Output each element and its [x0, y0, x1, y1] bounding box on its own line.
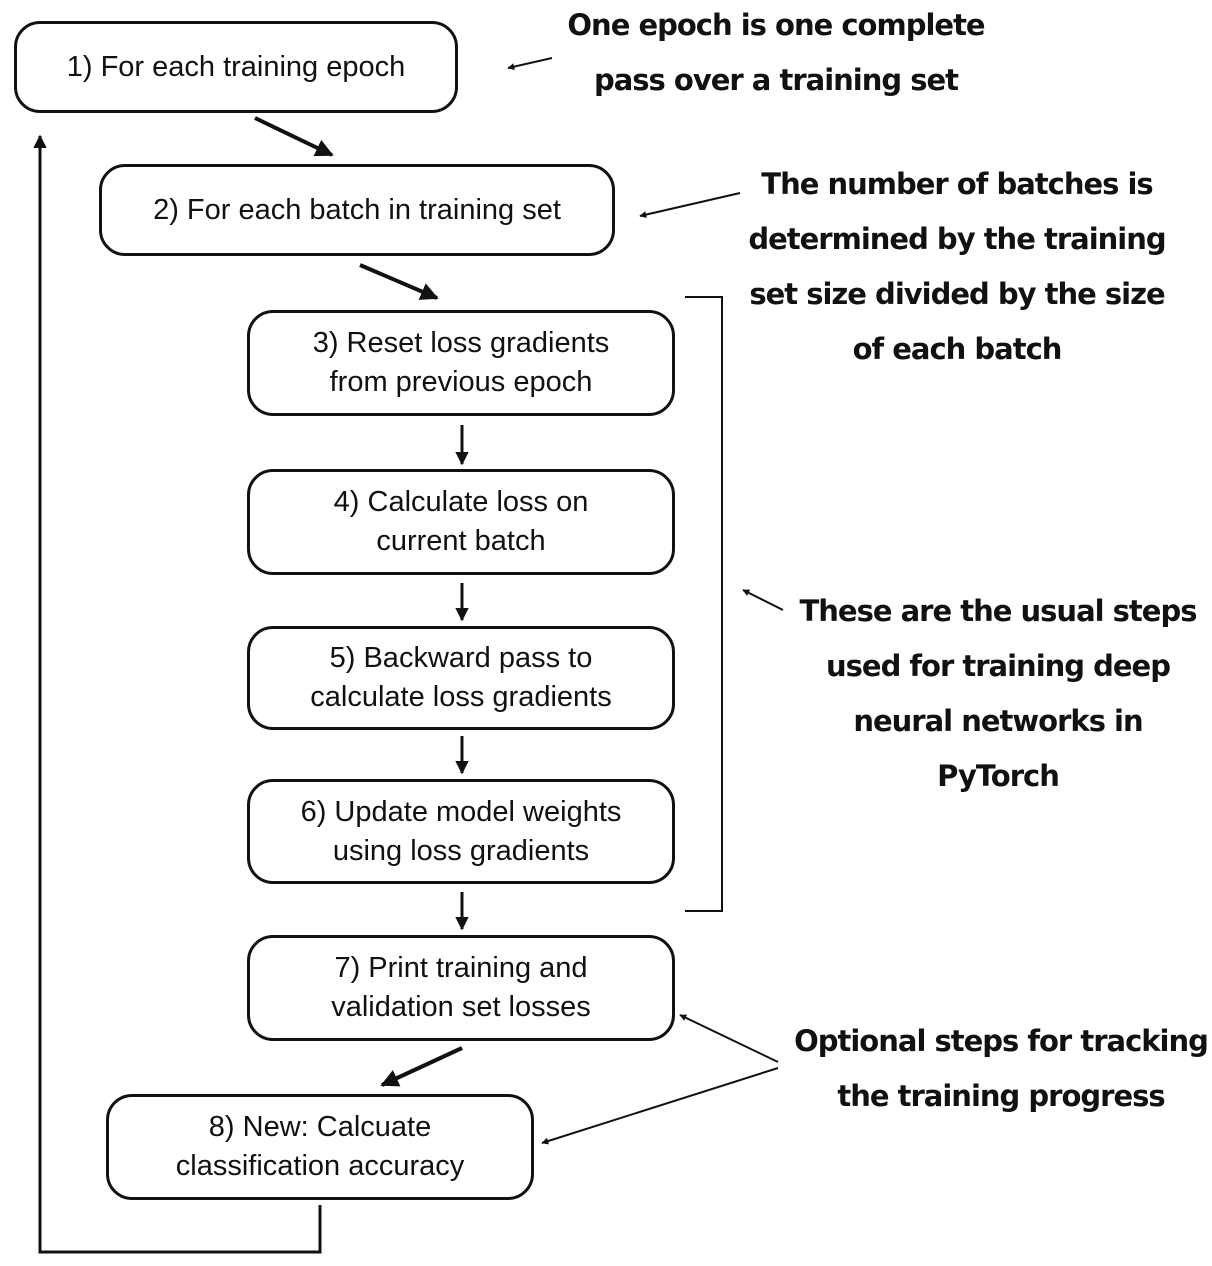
- epoch-note: One epoch is one complete pass over a tr…: [566, 0, 986, 108]
- batches-note-line-3: set size divided by the size: [749, 277, 1165, 311]
- optional-note-pointer-to-8: [541, 1067, 779, 1145]
- usual-steps-note-line-4: PyTorch: [937, 759, 1060, 793]
- step-7-box: 7) Print training and validation set los…: [247, 935, 675, 1041]
- epoch-note-pointer: [507, 57, 553, 71]
- loop-back-arrow: [33, 134, 322, 1254]
- step-7-label-line-2: validation set losses: [331, 991, 591, 1023]
- step-3-box: 3) Reset loss gradients from previous ep…: [247, 310, 675, 416]
- step-4-box: 4) Calculate loss on current batch: [247, 469, 675, 575]
- step-2-label: 2) For each batch in training set: [153, 193, 561, 226]
- batches-note: The number of batches is determined by t…: [741, 157, 1173, 377]
- usual-steps-note: These are the usual steps used for train…: [796, 584, 1200, 804]
- step-5-label-line-1: 5) Backward pass to: [329, 642, 593, 674]
- step-4-label-line-2: current batch: [376, 525, 546, 557]
- step-5-label-line-2: calculate loss gradients: [310, 681, 612, 713]
- batches-note-line-2: determined by the training: [748, 222, 1166, 256]
- step-8-box: 8) New: Calcuate classification accuracy: [106, 1094, 534, 1200]
- step-7-label-line-1: 7) Print training and: [334, 952, 588, 984]
- usual-steps-note-pointer: [742, 589, 784, 611]
- step-3-label-line-1: 3) Reset loss gradients: [312, 327, 610, 359]
- step-1-box: 1) For each training epoch: [14, 21, 458, 113]
- optional-note-line-1: Optional steps for tracking: [794, 1024, 1209, 1058]
- step-2-box: 2) For each batch in training set: [99, 164, 615, 256]
- arrow-1-to-2: [254, 116, 334, 157]
- step-3-label-line-2: from previous epoch: [329, 366, 593, 398]
- step-4-label-line-1: 4) Calculate loss on: [333, 486, 589, 518]
- step-6-label-line-2: using loss gradients: [332, 834, 590, 867]
- usual-steps-note-line-3: neural networks in: [853, 704, 1143, 738]
- epoch-note-line-1: One epoch is one complete: [567, 8, 985, 42]
- epoch-note-line-2: pass over a training set: [593, 63, 959, 97]
- steps-bracket: [685, 296, 723, 912]
- step-1-label: 1) For each training epoch: [66, 50, 406, 83]
- usual-steps-note-line-2: used for training deep: [826, 649, 1171, 683]
- step-5-box: 5) Backward pass to calculate loss gradi…: [247, 626, 675, 730]
- arrow-7-to-8: [380, 1046, 463, 1087]
- arrow-2-to-3: [359, 263, 439, 300]
- optional-note: Optional steps for tracking the training…: [794, 1014, 1209, 1124]
- batches-note-line-1: The number of batches is: [761, 167, 1153, 201]
- step-6-label-line-1: 6) Update model weights: [300, 795, 622, 828]
- step-8-label-line-1: 8) New: Calcuate: [208, 1111, 432, 1143]
- step-6-box: 6) Update model weights using loss gradi…: [247, 779, 675, 884]
- step-8-label-line-2: classification accuracy: [175, 1150, 465, 1182]
- batches-note-pointer: [639, 192, 741, 218]
- optional-note-pointer-to-7: [679, 1014, 779, 1063]
- optional-note-line-2: the training progress: [837, 1079, 1165, 1113]
- usual-steps-note-line-1: These are the usual steps: [799, 594, 1197, 628]
- batches-note-line-4: of each batch: [852, 332, 1063, 366]
